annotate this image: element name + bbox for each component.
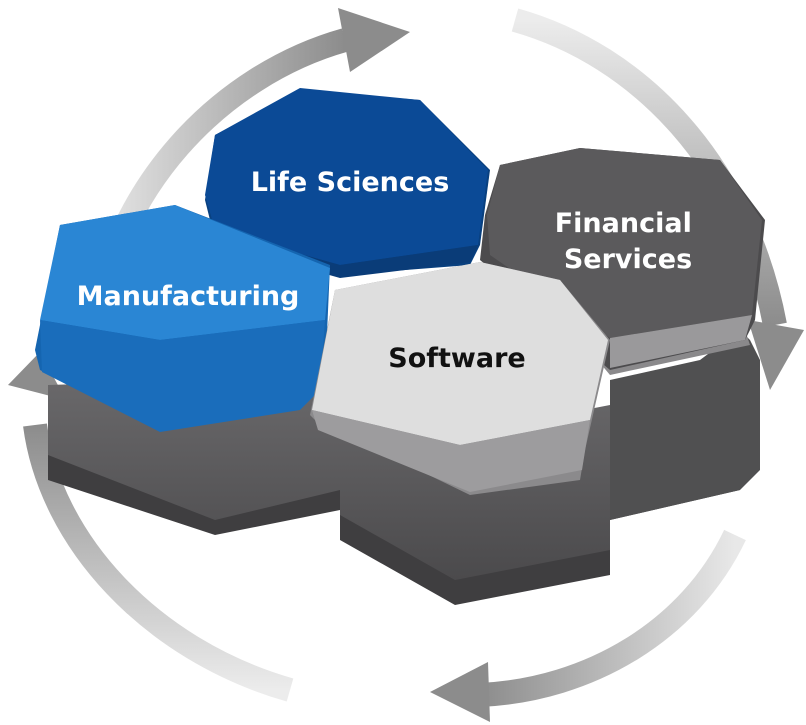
hex-life-sciences: Life Sciences [205,88,490,278]
label-financial-services: Financial Services [555,208,702,275]
cycle-arrow-bottom [430,529,746,722]
hex-manufacturing: Manufacturing [35,205,330,432]
hex-software: Software [310,262,610,495]
cycle-arrows [8,8,804,722]
label-manufacturing: Manufacturing [77,281,300,312]
label-life-sciences: Life Sciences [251,167,450,198]
label-software: Software [388,343,525,374]
